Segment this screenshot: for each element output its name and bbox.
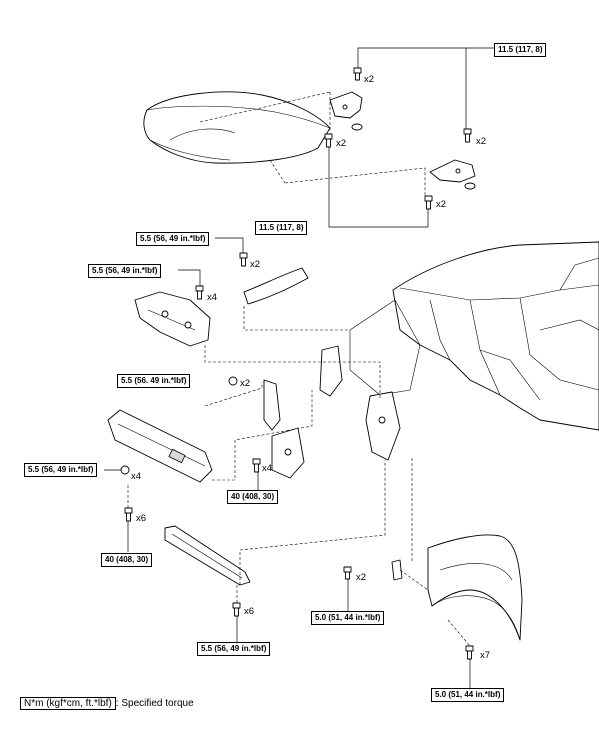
torque-label-reinforcement-lower: 40 (408, 30) [101, 553, 153, 567]
torque-label-hood-hinge-lower: 11.5 (117, 8) [255, 221, 308, 235]
hood-support-seal [243, 267, 309, 305]
headlamp-bracket-right [365, 391, 401, 461]
torque-label-fender-lower: 5.0 (51, 44 in.*lbf) [431, 688, 505, 702]
torque-unit-box: N*m (kgf*cm, ft.*lbf) [20, 697, 116, 710]
qty-seal-bolt: x2 [250, 259, 261, 270]
torque-label-hood-seal: 5.5 (56, 49 in.*lbf) [136, 232, 210, 246]
hood-panel [143, 91, 331, 164]
hinge-washer-right [464, 182, 476, 190]
hinge-bolt-top-right [463, 128, 472, 143]
qty-fender-bolt-lower: x7 [480, 650, 491, 661]
torque-label-fender-upper: 5.0 (51, 44 in.*lbf) [311, 611, 385, 625]
torque-label-reinforcement-upper: 5.5 (56. 49 in.*lbf) [117, 374, 191, 388]
torque-legend: N*m (kgf*cm, ft.*lbf): Specified torque [20, 697, 194, 710]
front-fender [427, 534, 523, 641]
side-bracket-left [319, 345, 343, 397]
qty-hinge-bolt-top-right: x2 [476, 136, 487, 147]
torque-label-radiator-support: 5.5 (56, 49 in.*lbf) [88, 264, 162, 278]
reinforcement-nut-upper [228, 376, 238, 386]
seal-bolt [239, 252, 248, 267]
torque-legend-text: : Specified torque [115, 698, 194, 709]
bumper-arm-bracket [263, 379, 281, 431]
qty-radiator-support-bolt: x4 [207, 292, 218, 303]
hinge-bolt-mid-left [324, 133, 333, 148]
hinge-washer-left [351, 123, 363, 131]
torque-label-absorber: 5.5 (56, 49 in.*lbf) [197, 642, 271, 656]
reinforcement-nut-left [120, 465, 130, 475]
hinge-bolt-top-left [353, 67, 362, 81]
qty-reinforcement-bolt-lower: x6 [136, 513, 147, 524]
torque-label-bumper-bracket: 40 (408, 30) [227, 490, 279, 504]
front-bumper-lower-absorber [164, 525, 251, 586]
hinge-bolt-lower-right [424, 195, 433, 210]
qty-hinge-bolt-lower-right: x2 [436, 199, 447, 210]
vehicle-body-structure [349, 241, 599, 431]
bumper-side-bracket [271, 427, 305, 479]
hood-hinge-right [429, 159, 476, 183]
qty-reinforcement-nut-upper: x2 [240, 378, 251, 389]
qty-fender-bolt-upper: x2 [356, 572, 367, 583]
absorber-bolt [232, 602, 241, 617]
radiator-support-upper [134, 291, 211, 347]
torque-label-reinforcement-left: 5.5 (56, 49 in.*lbf) [24, 463, 98, 477]
hood-hinge-left [329, 91, 363, 119]
bumper-bracket-bolt [252, 458, 261, 473]
qty-hinge-bolt-top-left: x2 [364, 74, 375, 85]
torque-label-hood-hinge-upper: 11.5 (117, 8) [494, 43, 547, 57]
bumper-reinforcement [107, 409, 213, 483]
radiator-support-bolt [195, 285, 204, 300]
fender-bolt-upper [343, 566, 352, 580]
reinforcement-bolt-lower [124, 507, 133, 522]
fender-bracket [391, 559, 403, 581]
qty-bumper-bracket-bolt: x4 [262, 463, 273, 474]
qty-hinge-bolt-mid-left: x2 [336, 138, 347, 149]
qty-absorber-bolt: x6 [244, 606, 255, 617]
qty-reinforcement-nut-left: x4 [131, 471, 142, 482]
fender-bolt-lower [465, 645, 474, 660]
